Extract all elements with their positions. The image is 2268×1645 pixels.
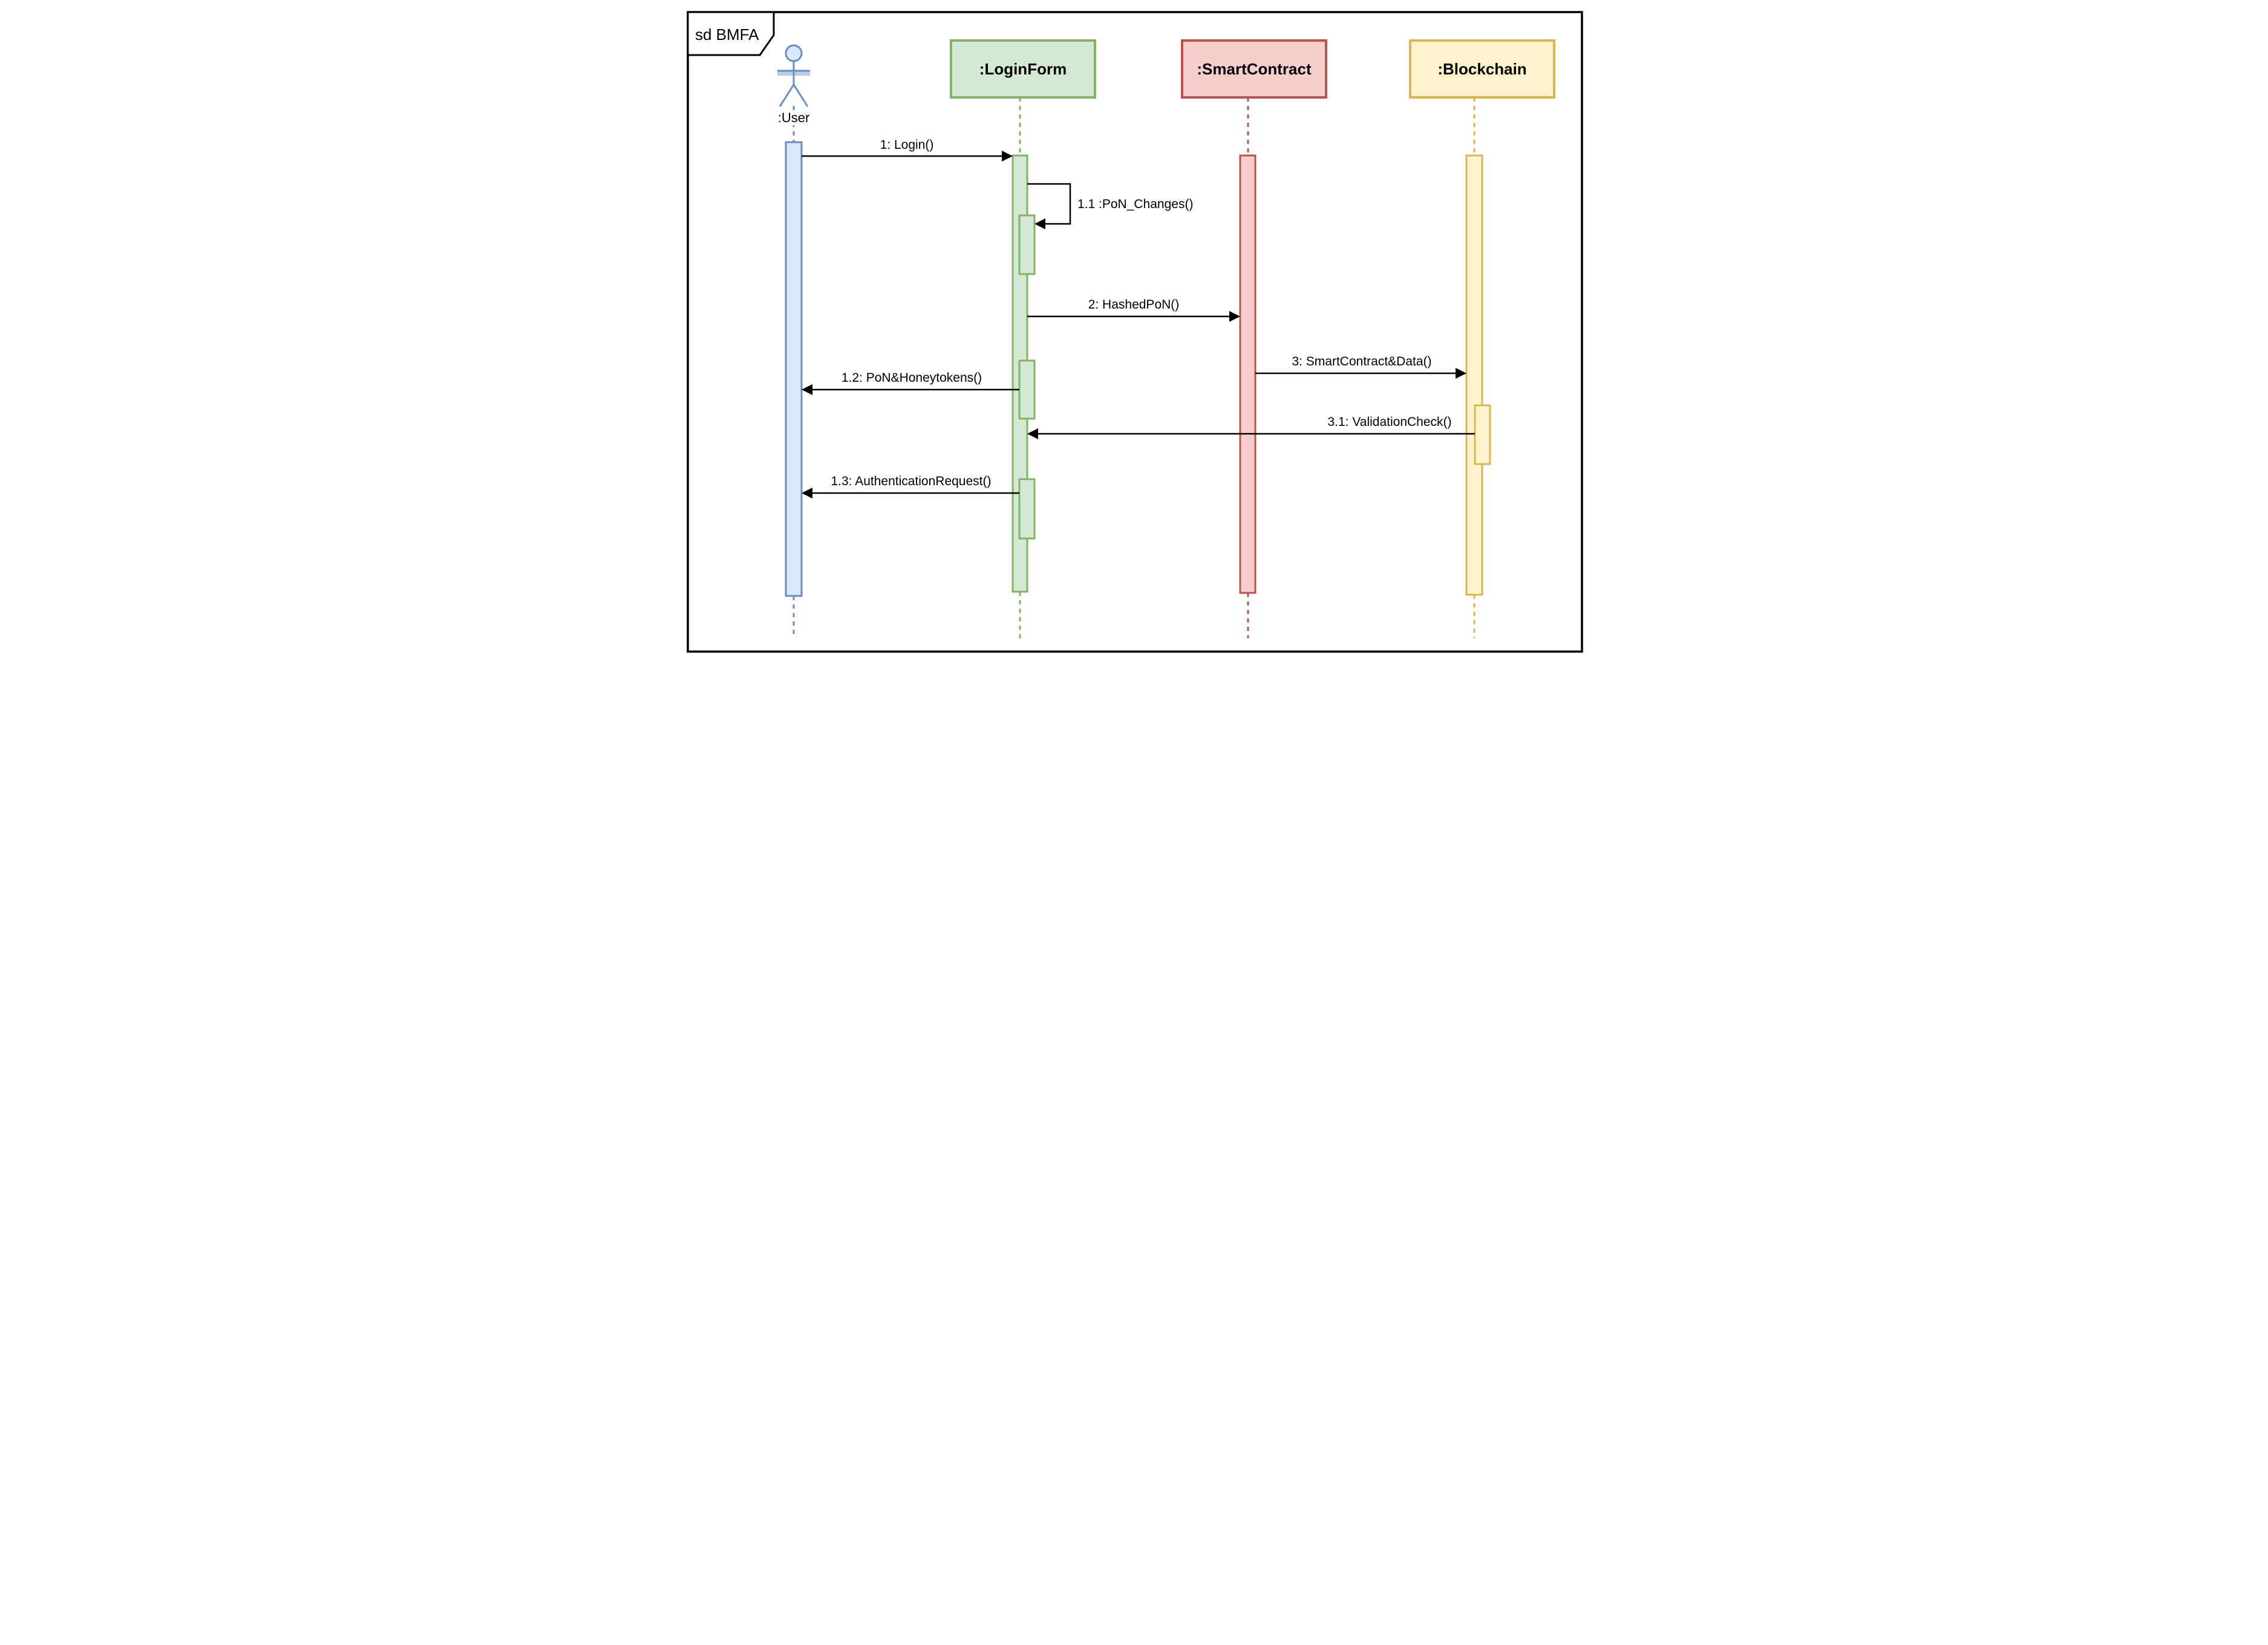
arrowhead-pon-honeytokens [801,384,812,395]
message-label-pon-changes: 1.1 :PoN_Changes() [1077,197,1193,211]
message-label-pon-honeytokens: 1.2: PoN&Honeytokens() [841,371,981,385]
actor-label-bg [774,110,813,125]
message-label-authenticationrequest: 1.3: AuthenticationRequest() [831,474,991,488]
frame-tab [687,11,774,56]
message-label-hashedpon: 2: HashedPoN() [1088,298,1179,312]
arrowhead-pon-changes [1034,218,1045,229]
head-box-loginform [949,39,1096,99]
actor-user-icon [777,44,810,107]
arrowhead-validationcheck [1027,428,1038,439]
head-label-blockchain: :Blockchain [1437,60,1526,78]
head-label-smartcontract: :SmartContract [1197,60,1312,78]
actor-head [785,44,802,62]
sequence-diagram-svg: sd BMFA :User :LoginForm :SmartContract … [686,11,1583,653]
activation-loginform-nested-2 [1018,359,1035,420]
activation-loginform-nested-1 [1018,214,1035,275]
frame-label: sd BMFA [695,25,759,44]
head-label-loginform: :LoginForm [979,60,1066,78]
message-line-pon-changes [1027,183,1071,225]
head-box-blockchain [1408,39,1555,99]
actor-legs [779,83,808,107]
lifelines [792,97,1475,638]
activation-smartcontract [1239,154,1256,594]
arrowhead-hashedpon [1229,311,1240,322]
arrowhead-authenticationrequest [801,488,812,499]
activation-blockchain-nested [1474,404,1491,465]
message-label-smartcontract-data: 3: SmartContract&Data() [1292,355,1431,368]
participant-heads: :LoginForm :SmartContract :Blockchain [949,39,1555,99]
activation-blockchain [1465,154,1483,596]
arrowhead-login [1001,151,1013,162]
messages [801,151,1475,499]
message-label-login: 1: Login() [880,138,933,152]
head-box-smartcontract [1180,39,1327,99]
sequence-diagram-canvas: sd BMFA :User :LoginForm :SmartContract … [680,0,1588,658]
message-labels: 1: Login() 1.1 :PoN_Changes() 2: HashedP… [831,138,1451,488]
activation-loginform-nested-3 [1018,478,1035,540]
message-label-validationcheck: 3.1: ValidationCheck() [1327,415,1451,429]
activation-user [785,141,802,597]
arrowhead-smartcontract-data [1455,368,1466,379]
frame-border [686,11,1583,653]
actor-user-label: :User [777,110,809,125]
activation-bars [785,141,1491,597]
